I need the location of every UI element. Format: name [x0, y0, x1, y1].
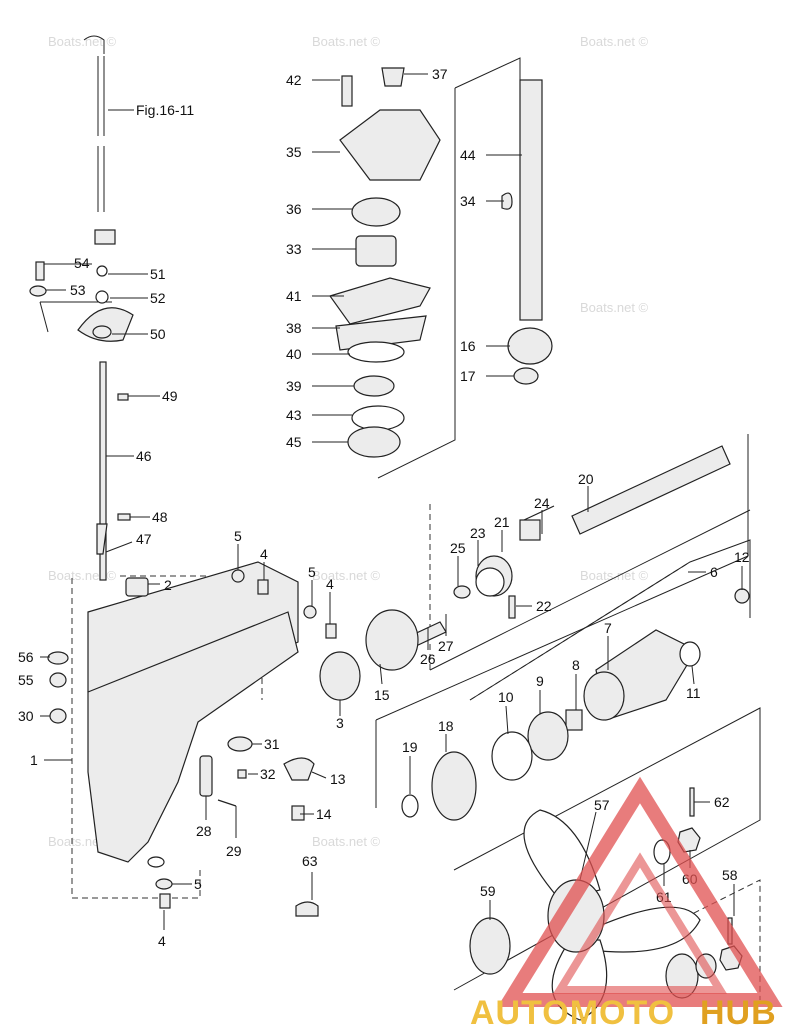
callout-13: 13 — [330, 771, 346, 787]
callout-20: 20 — [578, 471, 594, 487]
callout-26: 26 — [420, 651, 436, 667]
callout-11: 11 — [686, 685, 701, 701]
gear-train — [319, 445, 750, 821]
lower-case — [47, 561, 337, 917]
callout-42: 42 — [286, 72, 302, 88]
watermark: Boats.net © — [312, 834, 381, 849]
callout-24: 24 — [534, 495, 550, 511]
callout-48: 48 — [152, 509, 168, 525]
callout-3: 3 — [336, 715, 344, 731]
callout-39: 39 — [286, 378, 302, 394]
callout-27: 27 — [438, 638, 454, 654]
group-outlines — [39, 57, 761, 1000]
callout-28: 28 — [196, 823, 212, 839]
callout-15: 15 — [374, 687, 390, 703]
callout-46: 46 — [136, 448, 152, 464]
callout-44: 44 — [460, 147, 476, 163]
callout-17: 17 — [460, 368, 476, 384]
callout-58: 58 — [722, 867, 738, 883]
callout-12: 12 — [734, 549, 750, 565]
callout-36: 36 — [286, 201, 302, 217]
brand-automoto: AUTOMOTO — [470, 994, 675, 1032]
water-pump-assembly — [329, 67, 441, 458]
callout-21: 21 — [494, 514, 510, 530]
reference-label: Fig.16-11 — [136, 102, 194, 118]
callout-1: 1 — [30, 752, 38, 768]
callout-7: 7 — [604, 620, 612, 636]
callout-22: 22 — [536, 598, 552, 614]
callout-5: 5 — [308, 564, 316, 580]
callout-53: 53 — [70, 282, 86, 298]
callout-29: 29 — [226, 843, 242, 859]
callout-38: 38 — [286, 320, 302, 336]
callout-16: 16 — [460, 338, 476, 354]
callout-52: 52 — [150, 290, 166, 306]
watermark: Boats.net © — [312, 34, 381, 49]
callout-45: 45 — [286, 434, 302, 450]
watermark: Boats.net © — [580, 568, 649, 583]
brand-logo: AUTOMOTO HUB — [470, 776, 783, 1032]
callout-62: 62 — [714, 794, 730, 810]
rod-clevis — [94, 229, 116, 245]
callout-5: 5 — [194, 876, 202, 892]
callout-4: 4 — [326, 576, 334, 592]
watermark: Boats.net © — [580, 34, 649, 49]
callout-31: 31 — [264, 736, 280, 752]
callout-8: 8 — [572, 657, 580, 673]
callout-59: 59 — [480, 883, 496, 899]
callout-55: 55 — [18, 672, 34, 688]
callout-9: 9 — [536, 673, 544, 689]
leader-lines — [40, 73, 743, 930]
callout-50: 50 — [150, 326, 166, 342]
callout-47: 47 — [136, 531, 152, 547]
callout-18: 18 — [438, 718, 454, 734]
callout-32: 32 — [260, 766, 276, 782]
callout-49: 49 — [162, 388, 178, 404]
callout-51: 51 — [150, 266, 166, 282]
callout-37: 37 — [432, 66, 448, 82]
watermark: Boats.net © — [48, 34, 117, 49]
drive-shaft — [501, 79, 553, 385]
watermark: Boats.net © — [312, 568, 381, 583]
callout-labels: Fig.16-11 42 37 35 44 36 34 33 54 51 53 … — [18, 66, 750, 949]
callout-33: 33 — [286, 241, 302, 257]
callout-30: 30 — [18, 708, 34, 724]
callout-4: 4 — [260, 546, 268, 562]
callout-57: 57 — [594, 797, 610, 813]
callout-6: 6 — [710, 564, 718, 580]
callout-34: 34 — [460, 193, 476, 209]
callout-40: 40 — [286, 346, 302, 362]
callout-4: 4 — [158, 933, 166, 949]
callout-2: 2 — [164, 577, 172, 593]
shift-rod — [99, 361, 107, 581]
propeller-assembly — [469, 787, 743, 1021]
callout-41: 41 — [286, 288, 302, 304]
callout-43: 43 — [286, 407, 302, 423]
callout-63: 63 — [302, 853, 318, 869]
callout-25: 25 — [450, 540, 466, 556]
callout-56: 56 — [18, 649, 34, 665]
callout-10: 10 — [498, 689, 514, 705]
shift-rod-assembly — [29, 35, 134, 581]
callout-35: 35 — [286, 144, 302, 160]
brand-hub: HUB — [700, 994, 777, 1032]
watermark: Boats.net © — [580, 300, 649, 315]
callout-14: 14 — [316, 806, 332, 822]
callout-5: 5 — [234, 528, 242, 544]
callout-19: 19 — [402, 739, 418, 755]
callout-23: 23 — [470, 525, 486, 541]
callout-54: 54 — [74, 255, 90, 271]
